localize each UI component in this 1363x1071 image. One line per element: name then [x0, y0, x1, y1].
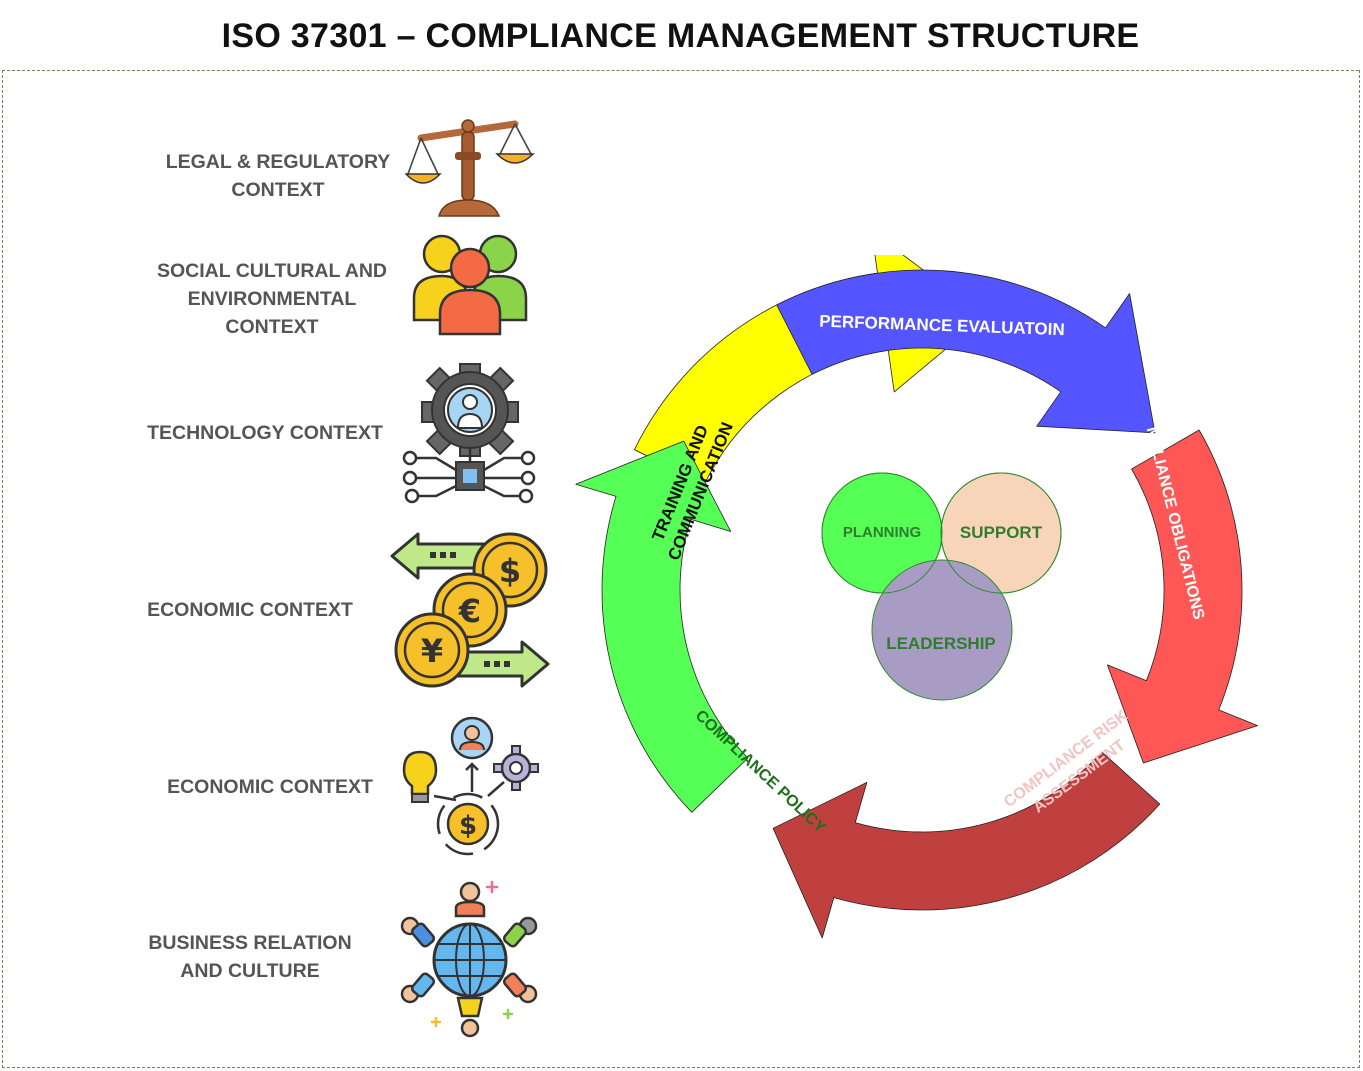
context-line: LEGAL & REGULATORY [165, 151, 391, 173]
context-line: TECHNOLOGY CONTEXT [147, 422, 383, 444]
context-label-economic: ECONOMIC CONTEXT [130, 596, 370, 624]
context-line: ECONOMIC CONTEXT [147, 599, 353, 621]
content-frame [2, 70, 1360, 1068]
context-label-economic-2: ECONOMIC CONTEXT [150, 773, 390, 801]
venn-outline-support [940, 472, 1062, 594]
svg-text:€: € [458, 592, 481, 630]
currency-exchange-icon: $ € ¥ [390, 532, 550, 688]
title-bar: ISO 37301 – COMPLIANCE MANAGEMENT STRUCT… [2, 2, 1359, 71]
cycle-arrow-0 [776, 269, 1156, 434]
venn-label-support: SUPPORT [960, 523, 1043, 542]
idea-investment-icon: $ [402, 716, 539, 856]
context-line: ECONOMIC CONTEXT [167, 776, 373, 798]
context-line: CONTEXT [225, 316, 319, 338]
context-label-social: SOCIAL CULTURAL AND ENVIRONMENTAL CONTEX… [150, 257, 394, 341]
cycle-arrow-1 [1107, 429, 1258, 764]
venn-circle-leadership [871, 559, 1013, 701]
gear-circuit-icon [402, 363, 536, 504]
context-label-legal: LEGAL & REGULATORY CONTEXT [160, 148, 396, 204]
svg-text:$: $ [499, 552, 521, 590]
cycle-arrow-2 [772, 751, 1161, 939]
context-line: BUSINESS RELATION [148, 932, 352, 954]
context-line: ENVIRONMENTAL [187, 288, 357, 310]
venn-outline-planning [821, 472, 943, 594]
cycle-arrow-3 [575, 440, 749, 813]
page-title: ISO 37301 – COMPLIANCE MANAGEMENT STRUCT… [221, 16, 1140, 55]
svg-text:$: $ [459, 811, 477, 841]
context-line: AND CULTURE [180, 960, 320, 982]
venn-label-planning: PLANNING [843, 524, 921, 541]
context-label-business: BUSINESS RELATION AND CULTURE [140, 929, 360, 985]
scales-of-justice-icon [405, 119, 535, 217]
people-group-icon [412, 234, 528, 336]
context-line: SOCIAL CULTURAL AND [156, 260, 388, 282]
context-line: CONTEXT [231, 179, 325, 201]
svg-text:¥: ¥ [421, 632, 443, 670]
context-label-technology: TECHNOLOGY CONTEXT [140, 419, 390, 447]
global-network-icon [400, 880, 538, 1038]
venn-label-leadership: LEADERSHIP [886, 634, 996, 653]
